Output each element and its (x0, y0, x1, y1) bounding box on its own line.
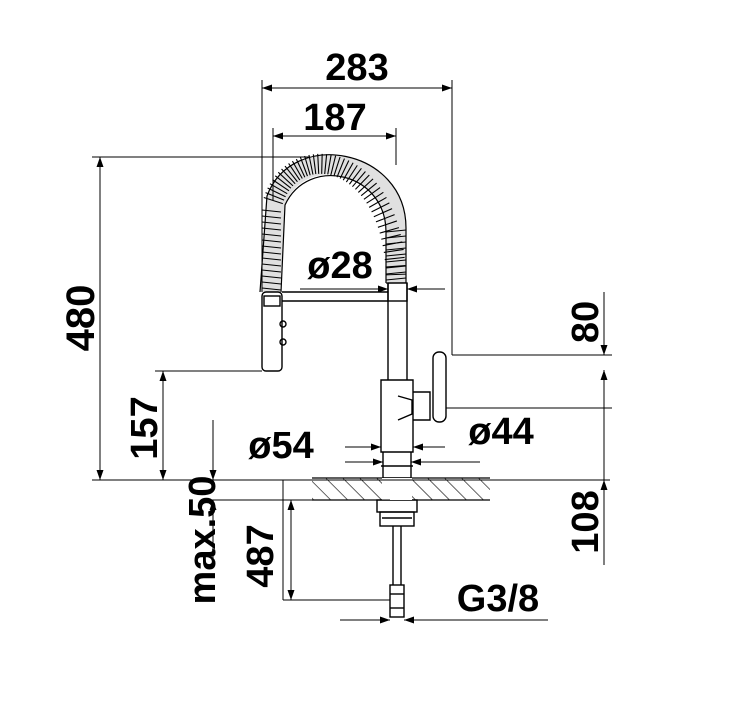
spring-tick (355, 174, 370, 190)
spring-tick (371, 202, 390, 213)
dim-total-height: 480 (59, 285, 103, 352)
spring-tick (299, 157, 308, 177)
spring-tick (385, 259, 407, 263)
faucet-spray-head (261, 291, 283, 372)
dim-body-diameter: ø44 (468, 411, 533, 453)
faucet-lever (413, 391, 431, 421)
spring-tick (261, 263, 282, 267)
spring-tick (385, 253, 407, 257)
spring-tick (261, 209, 282, 213)
spring-tick (375, 214, 395, 223)
spring-tick (385, 235, 407, 239)
spring-tick (385, 247, 407, 251)
spring-tick (383, 248, 404, 254)
sink-deck (312, 477, 490, 501)
spring-tick (385, 265, 407, 269)
spring-tick (261, 269, 282, 273)
spring-tick (261, 245, 282, 249)
spring-tick (272, 179, 290, 192)
spring-tick (263, 196, 283, 205)
dim-hose-length: 487 (240, 524, 282, 587)
dim-lever-offset: 80 (565, 301, 607, 343)
dim-spout-diameter: ø28 (307, 245, 372, 287)
dim-connection-thread: G3/8 (457, 578, 539, 620)
spring-tick (261, 281, 282, 285)
spring-tick (261, 239, 282, 243)
spring-tick (345, 165, 358, 183)
spring-tick (261, 257, 282, 261)
faucet-nut (376, 499, 418, 513)
spring-tick (360, 182, 377, 197)
spring-tick (357, 178, 374, 193)
spring-tick (312, 154, 317, 175)
faucet-lever-handle (432, 351, 447, 423)
spring-tick (261, 215, 282, 219)
dim-overall-width: 283 (325, 47, 388, 89)
spring-tick (304, 155, 311, 176)
faucet-spout-arm (282, 291, 388, 302)
spring-tick (385, 271, 407, 275)
faucet-body (380, 379, 414, 453)
spring-tick (385, 241, 407, 245)
spring-tick (261, 221, 282, 225)
spring-tick (385, 273, 406, 276)
spring-tick (385, 265, 406, 268)
spring-tick (291, 160, 303, 179)
dimension-lines (92, 80, 612, 624)
spring-tick (308, 154, 314, 175)
spring-tick (385, 229, 407, 233)
spring-tick (379, 227, 400, 234)
spring-tick (295, 158, 306, 178)
spring-tick (348, 167, 362, 185)
spring-tick (317, 153, 320, 174)
dim-spout-reach: 187 (303, 97, 366, 139)
spring-tick (363, 187, 381, 200)
spring-tick (333, 156, 341, 177)
spring-tick (377, 220, 398, 228)
spring-tick (261, 251, 282, 255)
spring-tick (339, 160, 350, 179)
spring-tick (342, 162, 354, 181)
spring-tick (284, 165, 298, 183)
spring-tick (274, 175, 292, 189)
spring-tick (277, 171, 294, 187)
spring-tick (261, 275, 282, 279)
dim-underside-depth: 108 (565, 490, 607, 553)
faucet-connector (389, 584, 405, 618)
spring-tick (336, 158, 345, 178)
spring-tick (261, 227, 282, 231)
dim-base-diameter: ø54 (248, 425, 313, 467)
spring-tick (324, 154, 328, 175)
faucet-base (382, 452, 412, 479)
faucet-upper-tube (387, 283, 408, 380)
spring-tick (288, 163, 301, 181)
dim-max-deck-thickness: max.50 (182, 476, 224, 605)
spring-tick (327, 154, 332, 175)
spring-tick (381, 234, 401, 240)
spring-tick (366, 191, 384, 204)
spring-tick (385, 277, 407, 281)
spring-tick (261, 233, 282, 237)
spring-tick (330, 155, 337, 176)
dim-spray-head-height: 157 (124, 396, 166, 459)
faucet-spring-ticks (261, 153, 407, 291)
faucet-outline (261, 282, 447, 618)
spring-tick (281, 168, 296, 185)
spring-tick (267, 187, 286, 198)
spring-tick (384, 256, 405, 261)
spring-tick (261, 287, 282, 291)
spring-tick (368, 196, 387, 208)
spring-tick (373, 208, 393, 218)
spring-tick (352, 171, 366, 188)
spring-tick (265, 192, 285, 201)
